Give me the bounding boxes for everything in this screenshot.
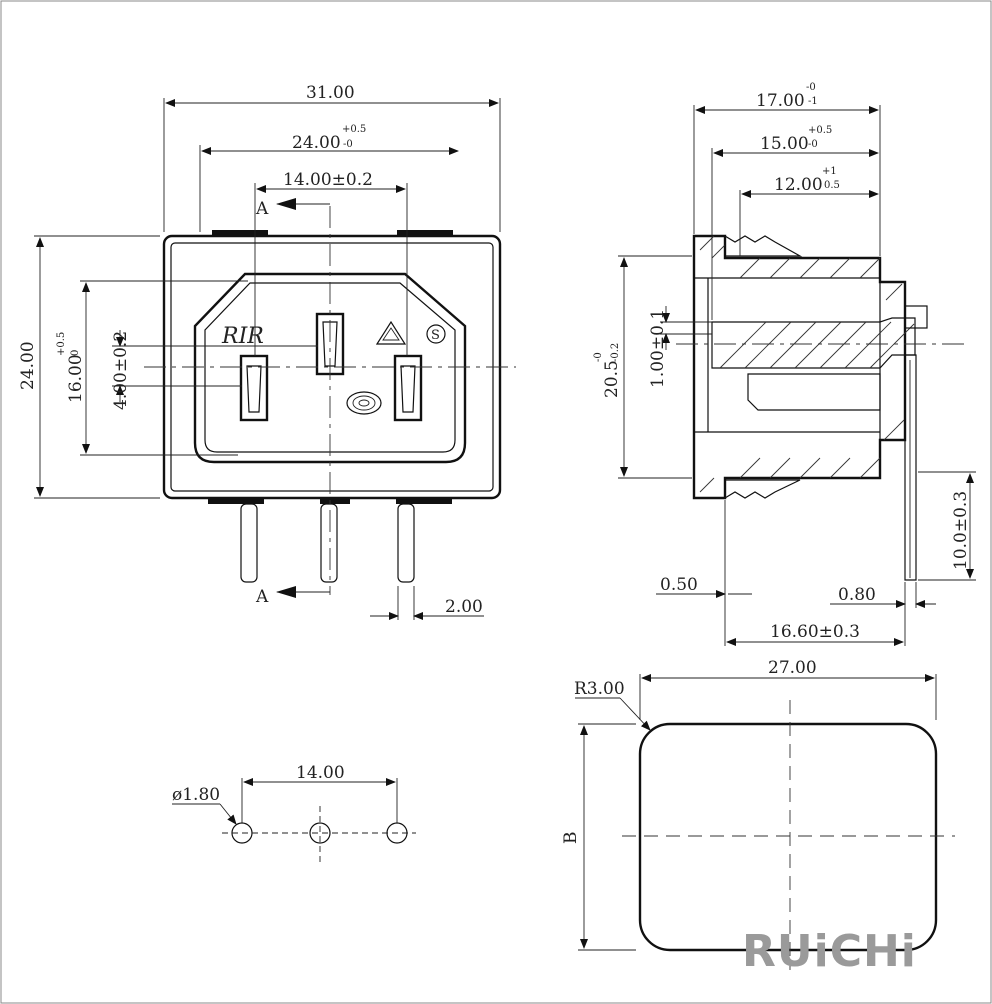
dim-pin-thickness: 0.80 xyxy=(838,585,876,605)
socket-cavity-inner xyxy=(204,282,456,453)
svg-text:S: S xyxy=(431,328,440,343)
contact-left xyxy=(239,354,269,422)
contact-right xyxy=(393,354,423,422)
dim-panel-width-tol2: -0 xyxy=(343,139,353,150)
pin-earth xyxy=(320,503,338,583)
side-view: 17.00 -0 -1 15.00 +0.5 -0 12.00 +1 0.5 2… xyxy=(593,82,976,646)
dim-pin-width: 2.00 xyxy=(445,597,483,617)
bottom-tab-mid xyxy=(320,498,350,504)
dim-contact-thickness: 1.00±0.1 xyxy=(648,309,668,388)
dim-depth-inner-tol-top: +1 xyxy=(822,166,837,177)
dim-depth-inner: 12.00 xyxy=(774,175,823,195)
latch-bottom xyxy=(724,479,801,500)
socket-body-inner xyxy=(170,242,494,492)
hatch-bottom-wall xyxy=(699,419,905,493)
pin-right xyxy=(397,503,415,583)
dim-panel-width: 24.00 xyxy=(292,133,341,153)
dim-inner-height-tol2: 0 xyxy=(70,350,81,356)
dim-pin-position: 16.60±0.3 xyxy=(770,622,860,642)
dim-depth-mid-tol-top: +0.5 xyxy=(808,125,832,136)
section-label-top: A xyxy=(255,199,269,219)
dim-height-side-tol-top: -0 xyxy=(593,352,604,362)
dim-height: 24.00 xyxy=(18,341,38,390)
dim-depth-total-tol-bottom: -1 xyxy=(808,96,818,107)
top-tab-left xyxy=(212,230,268,236)
dim-depth-inner-tol-bottom: 0.5 xyxy=(824,180,840,191)
hole-pattern: 14.00 ø1.80 xyxy=(172,763,416,862)
section-label-bottom: A xyxy=(255,587,269,607)
dim-pin-spacing: 14.00±0.2 xyxy=(283,170,373,190)
bottom-tab-right xyxy=(396,498,452,504)
ul-mark: RIR xyxy=(221,324,264,349)
dim-inner-height-tol: +0.5 xyxy=(56,332,67,356)
terminal-blade xyxy=(904,354,917,581)
housing-section xyxy=(692,234,907,500)
top-tab-right xyxy=(397,230,453,236)
dim-depth-mid-tol-bottom: -0 xyxy=(808,139,818,150)
front-view: RIR S A A 31.00 xyxy=(18,83,516,620)
dim-pin-offset: 4.00±0.2 xyxy=(111,331,131,410)
latch-top xyxy=(724,234,803,257)
dim-pin-length: 10.0±0.3 xyxy=(951,491,971,570)
dim-height-side-tol-bottom: -0.2 xyxy=(610,343,621,362)
pin-left xyxy=(240,503,258,583)
brand-logo: RUiCHi xyxy=(742,926,917,977)
dim-depth-total: 17.00 xyxy=(756,91,805,111)
dim-wall-thickness: 0.50 xyxy=(660,575,698,595)
dim-height-side: 20.5 xyxy=(602,360,622,398)
dim-cutout-height: B xyxy=(561,832,581,845)
dim-inner-height: 16.00 xyxy=(66,354,86,403)
dim-corner-radius: R3.00 xyxy=(574,679,625,699)
panel-cutout: 27.00 R3.00 B xyxy=(561,658,955,970)
dim-cutout-width: 27.00 xyxy=(768,658,817,678)
cutout-outline xyxy=(638,722,938,952)
triangle-mark-icon xyxy=(375,320,407,345)
ccc-mark-icon xyxy=(346,391,382,415)
dim-depth-mid: 15.00 xyxy=(760,134,809,154)
dim-depth-total-tol-top: -0 xyxy=(806,82,816,93)
socket-cavity-outer xyxy=(193,272,467,464)
s-mark-icon: S xyxy=(426,324,446,344)
dim-hole-diameter: ø1.80 xyxy=(172,785,220,805)
contact-section xyxy=(711,317,916,369)
dim-hole-spacing: 14.00 xyxy=(296,763,345,783)
hatch-top-wall xyxy=(699,235,903,301)
dim-panel-width-tol: +0.5 xyxy=(342,124,366,135)
dim-overall-width: 31.00 xyxy=(306,83,355,103)
bottom-tab-left xyxy=(208,498,264,504)
hole-middle xyxy=(309,822,331,844)
